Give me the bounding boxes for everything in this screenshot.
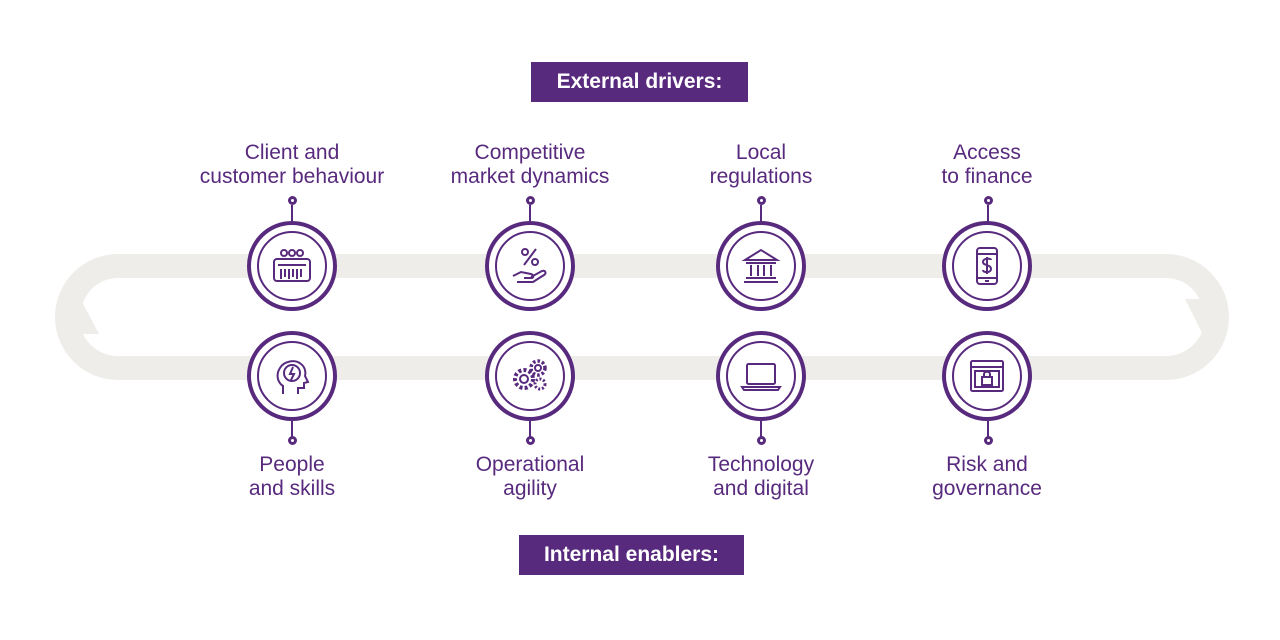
percent-hand-icon xyxy=(512,248,547,283)
head-lightning-icon xyxy=(276,360,310,394)
connector-pin xyxy=(526,436,535,445)
external-drivers-banner: External drivers: xyxy=(531,62,748,102)
connector-stem xyxy=(987,205,989,224)
connector-stem xyxy=(760,421,762,440)
gears-icon xyxy=(513,359,547,391)
laptop-icon xyxy=(740,363,782,391)
connector-pin xyxy=(526,196,535,205)
mobile-dollar-icon xyxy=(976,247,998,285)
connector-stem xyxy=(987,421,989,440)
connector-stem xyxy=(291,421,293,440)
connector-stem xyxy=(529,421,531,440)
connector-stem xyxy=(760,205,762,224)
driver-node-local-regulations xyxy=(716,221,806,311)
connector-pin xyxy=(984,436,993,445)
connector-pin xyxy=(288,196,297,205)
enabler-node-operational-agility xyxy=(485,331,575,421)
enabler-node-risk-governance xyxy=(942,331,1032,421)
enabler-node-technology-digital xyxy=(716,331,806,421)
internal-enablers-banner: Internal enablers: xyxy=(519,535,744,575)
connector-pin xyxy=(757,196,766,205)
connector-stem xyxy=(291,205,293,224)
connector-stem xyxy=(529,205,531,224)
connector-pin xyxy=(757,436,766,445)
enabler-node-people-skills xyxy=(247,331,337,421)
connector-pin xyxy=(984,196,993,205)
driver-node-access-finance xyxy=(942,221,1032,311)
connector-pin xyxy=(288,436,297,445)
cash-register-icon xyxy=(273,249,311,282)
driver-node-client-behaviour xyxy=(247,221,337,311)
bank-building-icon xyxy=(741,248,781,283)
driver-node-market-dynamics xyxy=(485,221,575,311)
secure-window-icon xyxy=(970,360,1004,392)
